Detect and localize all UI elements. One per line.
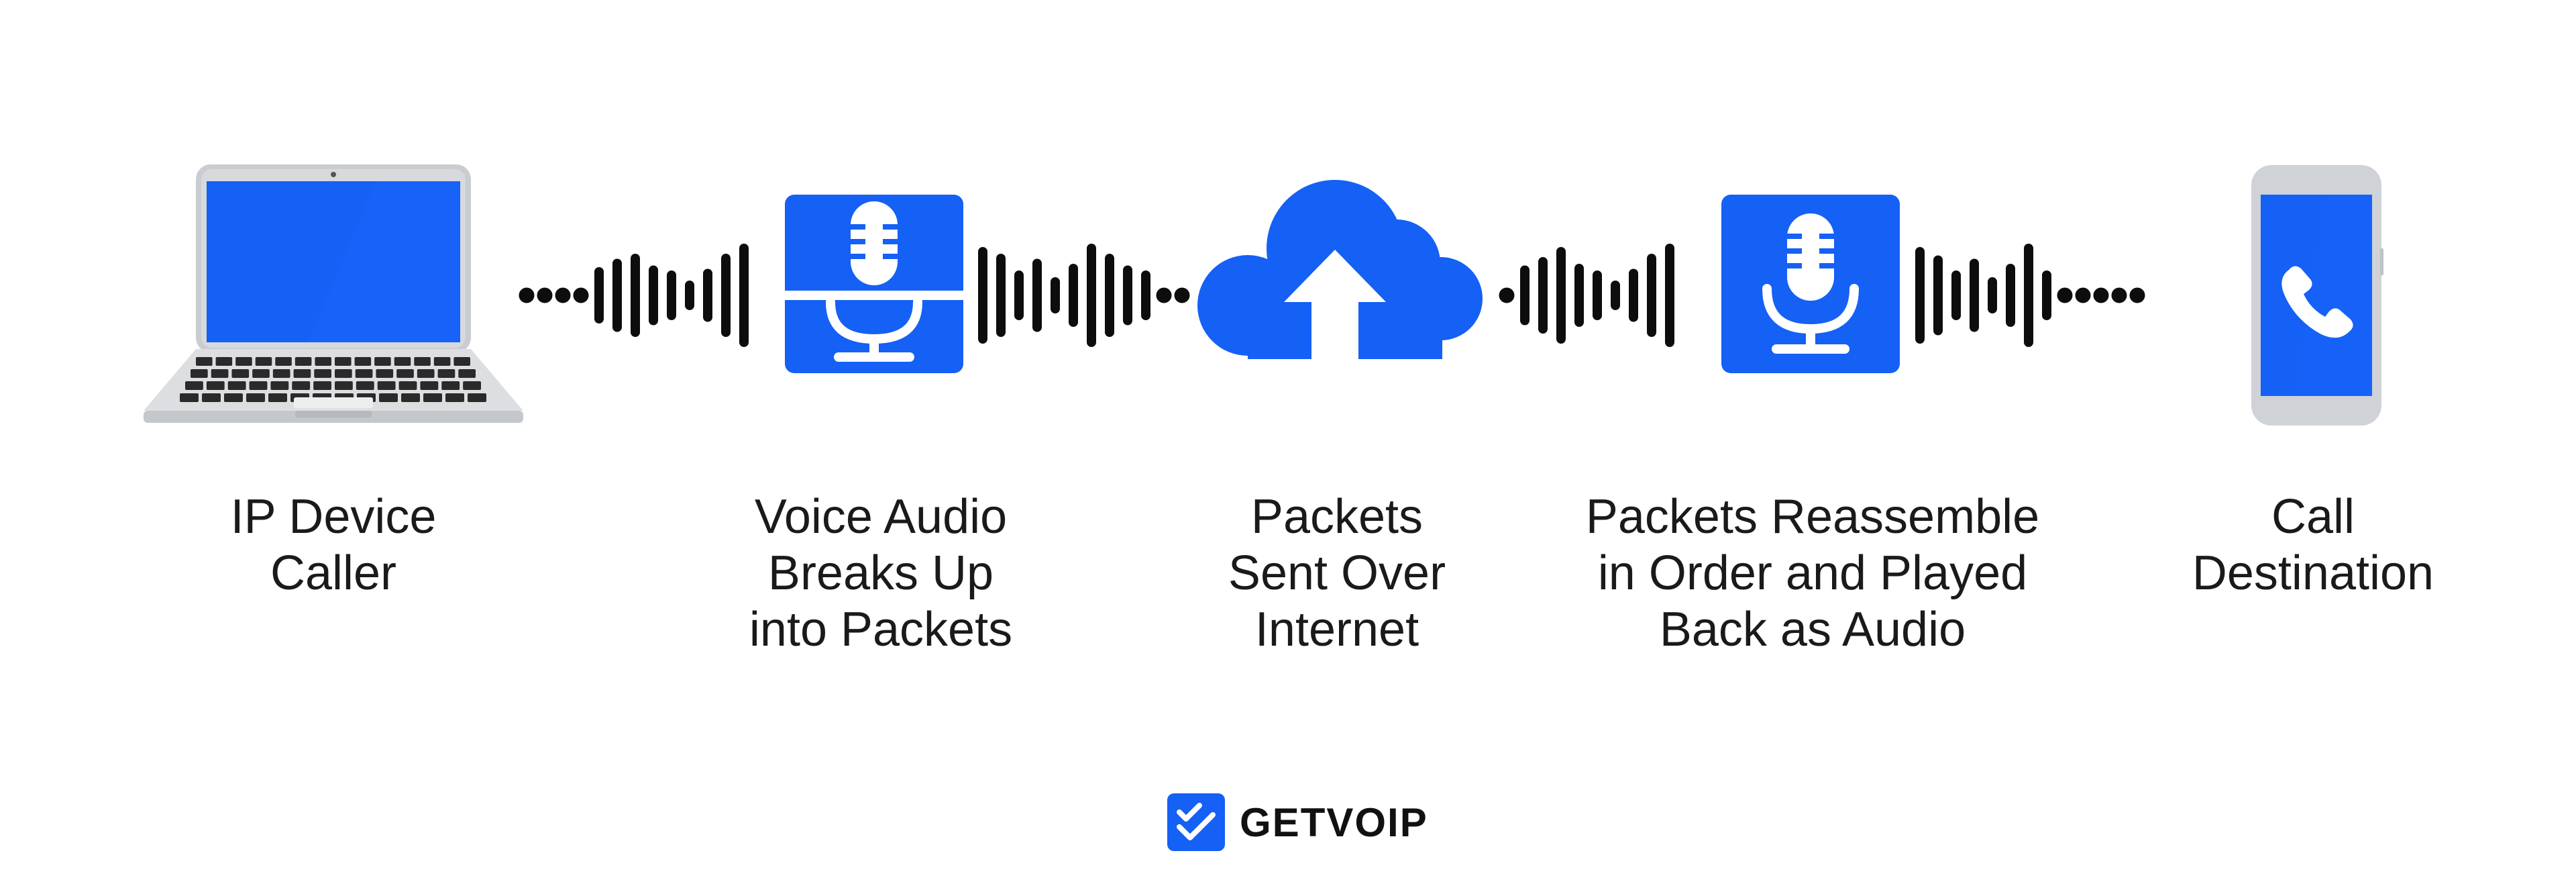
keyboard-key <box>433 357 451 366</box>
keyboard-key <box>206 381 225 390</box>
keyboard-key <box>335 381 353 390</box>
keyboard-key <box>420 381 439 390</box>
step-label-line: Voice Audio <box>754 490 1008 544</box>
step-label-voice-audio: Voice Audio Breaks Up into Packets <box>749 489 1012 658</box>
wave-dot <box>1174 287 1190 303</box>
keyboard-key <box>292 381 311 390</box>
brand-logo: GETVOIP <box>1167 792 1428 852</box>
sound-wave-icon <box>519 244 749 347</box>
keyboard-key <box>379 393 398 402</box>
keyboard-key <box>445 393 464 402</box>
keyboard-key <box>377 381 396 390</box>
keyboard-key <box>275 357 292 366</box>
step-label-line: into Packets <box>749 603 1013 656</box>
wave-dot <box>519 287 535 303</box>
keyboard-key <box>249 381 268 390</box>
wave-dot <box>1499 287 1515 303</box>
keyboard-key <box>468 393 486 402</box>
keyboard-key <box>437 369 455 378</box>
brand-name: GETVOIP <box>1240 799 1428 845</box>
sound-wave-icon <box>1915 244 2145 347</box>
keyboard-key <box>272 369 290 378</box>
step-label-line: Call <box>2271 490 2355 544</box>
step-label-packets-reassemble: Packets Reassemble in Order and Played B… <box>1586 489 2039 658</box>
keyboard-key <box>374 357 391 366</box>
step-label-line: Packets <box>1250 490 1424 544</box>
keyboard-key <box>335 369 352 378</box>
step-label-line: Internet <box>1254 603 1419 656</box>
keyboard-key <box>185 381 203 390</box>
keyboard-key <box>270 381 289 390</box>
keyboard-key <box>180 393 199 402</box>
keyboard-key <box>235 357 252 366</box>
wave-dot <box>2075 287 2091 303</box>
keyboard-key <box>441 381 460 390</box>
wave-dot <box>2129 287 2145 303</box>
keyboard-key <box>463 381 481 390</box>
wave-dot <box>2057 287 2073 303</box>
checkmark-logo-icon <box>1167 793 1225 851</box>
step-label-line: Destination <box>2192 546 2434 600</box>
keyboard-key <box>246 393 265 402</box>
step-label-line: IP Device <box>230 490 437 544</box>
wave-dot <box>555 287 571 303</box>
keyboard-key <box>398 381 417 390</box>
keyboard-key <box>313 381 331 390</box>
keyboard-key <box>215 357 233 366</box>
keyboard-key <box>293 369 311 378</box>
keyboard-key <box>255 357 272 366</box>
microphone-packets-icon <box>785 195 963 373</box>
keyboard-key <box>315 357 331 366</box>
keyboard-key <box>396 369 414 378</box>
keyboard-key <box>231 369 250 378</box>
keyboard-key <box>414 357 431 366</box>
wave-dot <box>537 287 553 303</box>
step-label-packets-sent: Packets Sent Over Internet <box>1228 489 1446 658</box>
keyboard-key <box>252 369 270 378</box>
keyboard-key <box>196 357 213 366</box>
keyboard-key <box>458 369 476 378</box>
keyboard-key <box>453 357 470 366</box>
step-label-ip-device-caller: IP Device Caller <box>231 489 437 601</box>
wave-dot <box>573 287 589 303</box>
keyboard-key <box>191 369 208 378</box>
keyboard-key <box>268 393 287 402</box>
step-label-line: Caller <box>270 546 397 600</box>
keyboard-key <box>227 381 246 390</box>
sound-wave-icon <box>978 244 1190 347</box>
keyboard-key <box>354 357 372 366</box>
keyboard-key <box>224 393 243 402</box>
step-label-line: Sent Over <box>1228 546 1446 600</box>
keyboard-key <box>294 357 312 366</box>
step-label-line: Breaks Up <box>767 546 994 600</box>
keyboard-key <box>335 357 352 366</box>
sound-wave-icon <box>1499 244 1674 347</box>
laptop-icon <box>144 164 523 423</box>
keyboard-key <box>394 357 411 366</box>
keyboard-key <box>202 393 221 402</box>
keyboard-key <box>376 369 394 378</box>
keyboard-key <box>417 369 435 378</box>
keyboard-key <box>211 369 229 378</box>
keyboard-key <box>356 381 374 390</box>
phone-icon <box>2251 165 2383 426</box>
step-label-line: Packets Reassemble <box>1585 490 2040 544</box>
keyboard-key <box>401 393 420 402</box>
step-label-call-destination: Call Destination <box>2192 489 2434 601</box>
step-label-line: in Order and Played <box>1597 546 2028 600</box>
wave-dot <box>2093 287 2109 303</box>
keyboard-key <box>355 369 373 378</box>
cloud-upload-icon <box>1197 180 1483 359</box>
keyboard-key <box>314 369 331 378</box>
microphone-icon <box>1721 195 1900 373</box>
step-label-line: Back as Audio <box>1659 603 1966 656</box>
keyboard-key <box>423 393 442 402</box>
wave-dot <box>2111 287 2127 303</box>
wave-dot <box>1156 287 1172 303</box>
